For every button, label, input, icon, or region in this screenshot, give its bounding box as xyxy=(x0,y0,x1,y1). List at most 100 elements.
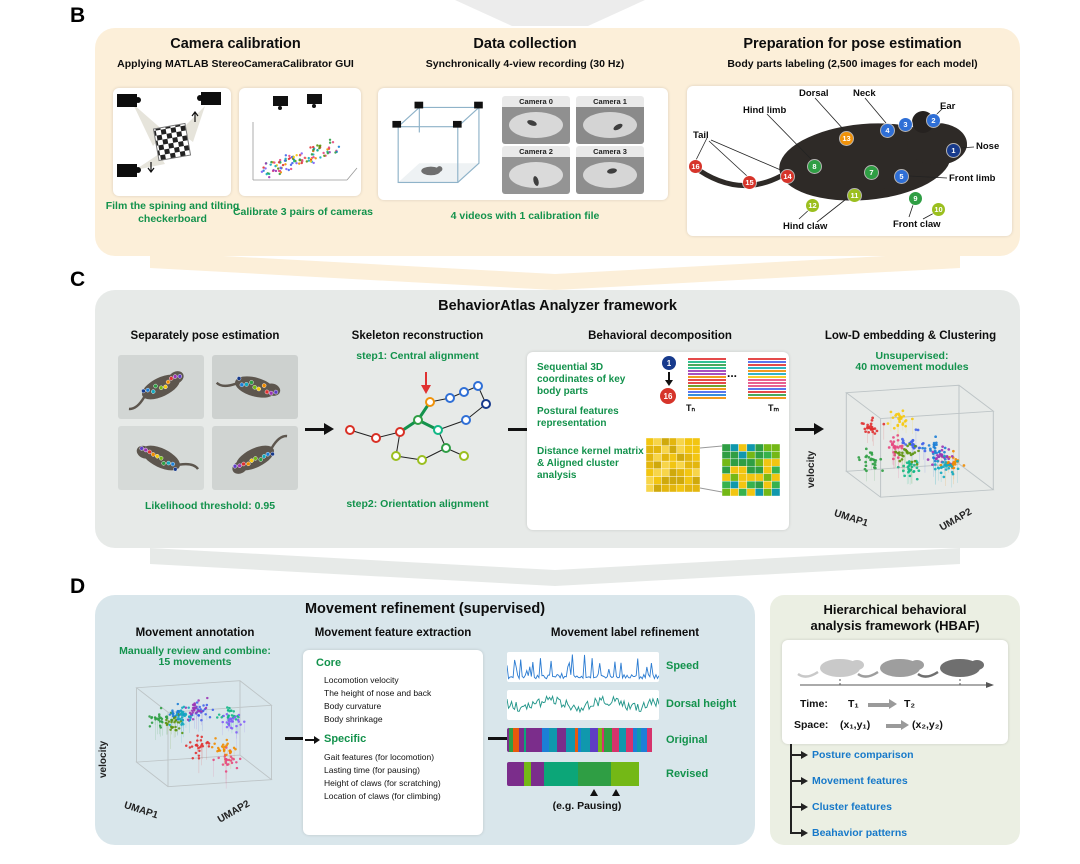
connector-b-to-c xyxy=(150,252,960,290)
space-p2: (x₂,y₂) xyxy=(912,719,943,731)
part-label-ear: Ear xyxy=(940,101,956,112)
part-label-tail: Tail xyxy=(693,130,709,141)
bodypart-marker-16: 16 xyxy=(689,160,702,173)
refinement-title: Movement label refinement xyxy=(550,627,700,639)
specific-item-1: Gait features (for locomotion) xyxy=(324,752,435,762)
keypoint-node-1: 1 xyxy=(662,356,676,370)
pose-image-3 xyxy=(118,426,204,490)
pausing-pointer-2 xyxy=(612,789,620,796)
mouse-sequence-illustration xyxy=(786,644,1004,690)
panel-d-letter: D xyxy=(70,575,86,598)
features-box xyxy=(303,650,483,835)
specific-item-4: Location of claws (for climbing) xyxy=(324,791,441,801)
matrix-zoom-lines xyxy=(700,438,722,496)
dorsal-height-signal-plot xyxy=(507,690,659,720)
camera-scene-image xyxy=(113,88,231,196)
part-label-neck: Neck xyxy=(853,88,876,99)
time-label: Time: xyxy=(800,698,828,710)
space-label: Space: xyxy=(794,719,829,731)
space-p1: (x₁,y₁) xyxy=(840,719,871,731)
bodypart-marker-15: 15 xyxy=(743,176,756,189)
camera-view-1: Camera 1 xyxy=(576,96,644,144)
bodypart-marker-13: 13 xyxy=(840,132,853,145)
arrow-pose-to-skeleton xyxy=(305,423,334,435)
bodypart-marker-14: 14 xyxy=(781,170,794,183)
arrow-features-to-refinement xyxy=(488,732,517,744)
panel-c-title: BehaviorAtlas Analyzer framework xyxy=(438,298,677,314)
calibration-3d-plot xyxy=(239,88,361,196)
skeleton-graph xyxy=(338,368,498,493)
part-label-front-limb: Front limb xyxy=(949,173,996,184)
camera-0-label: Camera 0 xyxy=(502,96,570,107)
embedding-note-1: Unsupervised: xyxy=(875,350,949,362)
time-t1: T₁ xyxy=(848,698,859,710)
specific-label: Specific xyxy=(324,733,367,745)
decomposition-title: Behavioral decomposition xyxy=(588,330,732,342)
arrow-cluster-features xyxy=(790,802,808,811)
pose-preparation-title: Preparation for pose estimation xyxy=(743,36,962,52)
decomposition-item-1: Sequential 3D coordinates of key body pa… xyxy=(537,362,626,397)
annotation-axis-velocity: velocity xyxy=(98,740,109,778)
revised-label: Revised xyxy=(666,768,709,780)
data-collection-title: Data collection xyxy=(473,36,577,52)
time-t2: T₂ xyxy=(904,698,916,710)
hbaf-title-line2: analysis framework (HBAF) xyxy=(810,618,980,633)
part-label-dorsal: Dorsal xyxy=(799,88,829,99)
recording-setup-image: Camera 0 Camera 1 Camera 2 Camera 3 xyxy=(378,88,668,200)
likelihood-caption: Likelihood threshold: 0.95 xyxy=(144,500,276,512)
annotation-note-2: 15 movements xyxy=(158,656,232,668)
pausing-pointer-1 xyxy=(590,789,598,796)
camera-2-label: Camera 2 xyxy=(502,146,570,157)
bodypart-marker-3: 3 xyxy=(899,118,912,131)
t-end-label: Tₘ xyxy=(768,403,780,413)
pose-estimation-title: Separately pose estimation xyxy=(130,330,280,342)
bodypart-marker-12: 12 xyxy=(806,199,819,212)
connector-top xyxy=(455,0,645,26)
camera-view-3: Camera 3 xyxy=(576,146,644,194)
bodypart-marker-10: 10 xyxy=(932,203,945,216)
arena-cube-illustration xyxy=(384,94,496,194)
coordinate-traces-left xyxy=(688,358,726,400)
specific-item-3: Height of claws (for scratching) xyxy=(324,778,441,788)
annotation-title: Movement annotation xyxy=(135,627,255,639)
core-item-2: The height of nose and back xyxy=(324,688,432,698)
aligned-cluster-matrix xyxy=(722,444,780,496)
arrow-movement-features xyxy=(790,776,808,785)
embedding-axis-velocity: velocity xyxy=(806,450,817,488)
pose-image-1 xyxy=(118,355,204,419)
distance-kernel-matrix xyxy=(646,438,700,492)
panel-c-letter: C xyxy=(70,268,86,291)
labeled-mouse-image: Dorsal Neck Ear Hind limb Tail Nose Fron… xyxy=(687,86,1012,236)
revised-labels-bar xyxy=(507,762,659,786)
skeleton-step1: step1: Central alignment xyxy=(356,350,479,362)
part-label-hind-claw: Hind claw xyxy=(783,221,828,232)
panel-d-title: Movement refinement (supervised) xyxy=(304,601,546,617)
part-label-hind-limb: Hind limb xyxy=(743,105,787,116)
original-label: Original xyxy=(666,734,708,746)
hbaf-bracket-line xyxy=(790,744,792,834)
camera-view-2: Camera 2 xyxy=(502,146,570,194)
time-arrow xyxy=(868,699,897,709)
t-start-label: Tₙ xyxy=(686,403,696,413)
coordinate-traces-right xyxy=(748,358,786,400)
embedding-scatter-plot xyxy=(812,376,1008,524)
embedding-note-2: 40 movement modules xyxy=(855,361,969,373)
output-cluster-features: Cluster features xyxy=(812,801,892,813)
decomposition-item-3: Distance kernel matrix & Aligned cluster… xyxy=(537,446,644,481)
calibration-plot-image xyxy=(239,88,361,196)
features-title: Movement feature extraction xyxy=(314,627,472,639)
pose-preparation-subtitle: Body parts labeling (2,500 images for ea… xyxy=(727,58,978,70)
connector-c-to-d xyxy=(150,548,960,586)
camera-view-0: Camera 0 xyxy=(502,96,570,144)
core-item-3: Body curvature xyxy=(324,701,382,711)
pose-image-2 xyxy=(212,355,298,419)
bodypart-marker-11: 11 xyxy=(848,189,861,202)
output-movement-features: Movement features xyxy=(812,775,908,787)
core-item-4: Body shrinkage xyxy=(324,714,383,724)
annotation-note-1: Manually review and combine: xyxy=(119,645,271,657)
panel-b-letter: B xyxy=(70,4,86,27)
bodypart-marker-4: 4 xyxy=(881,124,894,137)
checkerboard-cameras-illustration xyxy=(117,92,221,177)
arrow-behavior-patterns xyxy=(790,828,808,837)
decomposition-item-2: Postural features representation xyxy=(537,406,619,429)
